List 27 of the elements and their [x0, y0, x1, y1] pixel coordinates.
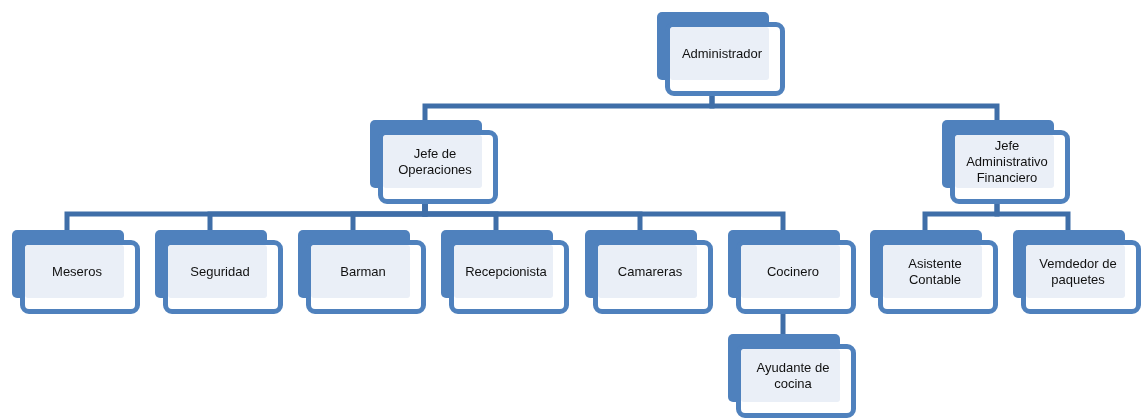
- role-label: Jefe Administrativo Financiero: [965, 137, 1049, 186]
- role-label: Administrador: [681, 45, 763, 62]
- connector-line: [709, 96, 1000, 120]
- org-chart-box: [441, 230, 569, 314]
- role-label: Ayudante de cocina: [755, 359, 831, 392]
- role-label: Jefe de Operaciones: [397, 145, 473, 178]
- org-chart-box: [155, 230, 283, 314]
- org-chart-box: [585, 230, 713, 314]
- role-label: Vemdedor de paquetes: [1038, 255, 1118, 288]
- role-label: Barman: [340, 263, 386, 280]
- org-chart-box: [370, 120, 498, 204]
- connector-line: [994, 204, 1071, 230]
- org-chart-box: [870, 230, 998, 314]
- role-label: Recepcionista: [465, 263, 547, 280]
- role-label: Cocinero: [767, 263, 819, 280]
- org-chart-box: [942, 120, 1070, 204]
- org-chart-box: [12, 230, 140, 314]
- org-chart-box: [657, 12, 785, 96]
- org-chart-box: [728, 334, 856, 418]
- org-chart-box: [728, 230, 856, 314]
- org-chart-box: [1013, 230, 1141, 314]
- role-label: Asistente Contable: [907, 255, 963, 288]
- role-label: Meseros: [52, 263, 102, 280]
- connector-line: [780, 314, 786, 334]
- role-label: Camareras: [617, 263, 683, 280]
- org-chart-box: [298, 230, 426, 314]
- role-label: Seguridad: [190, 263, 250, 280]
